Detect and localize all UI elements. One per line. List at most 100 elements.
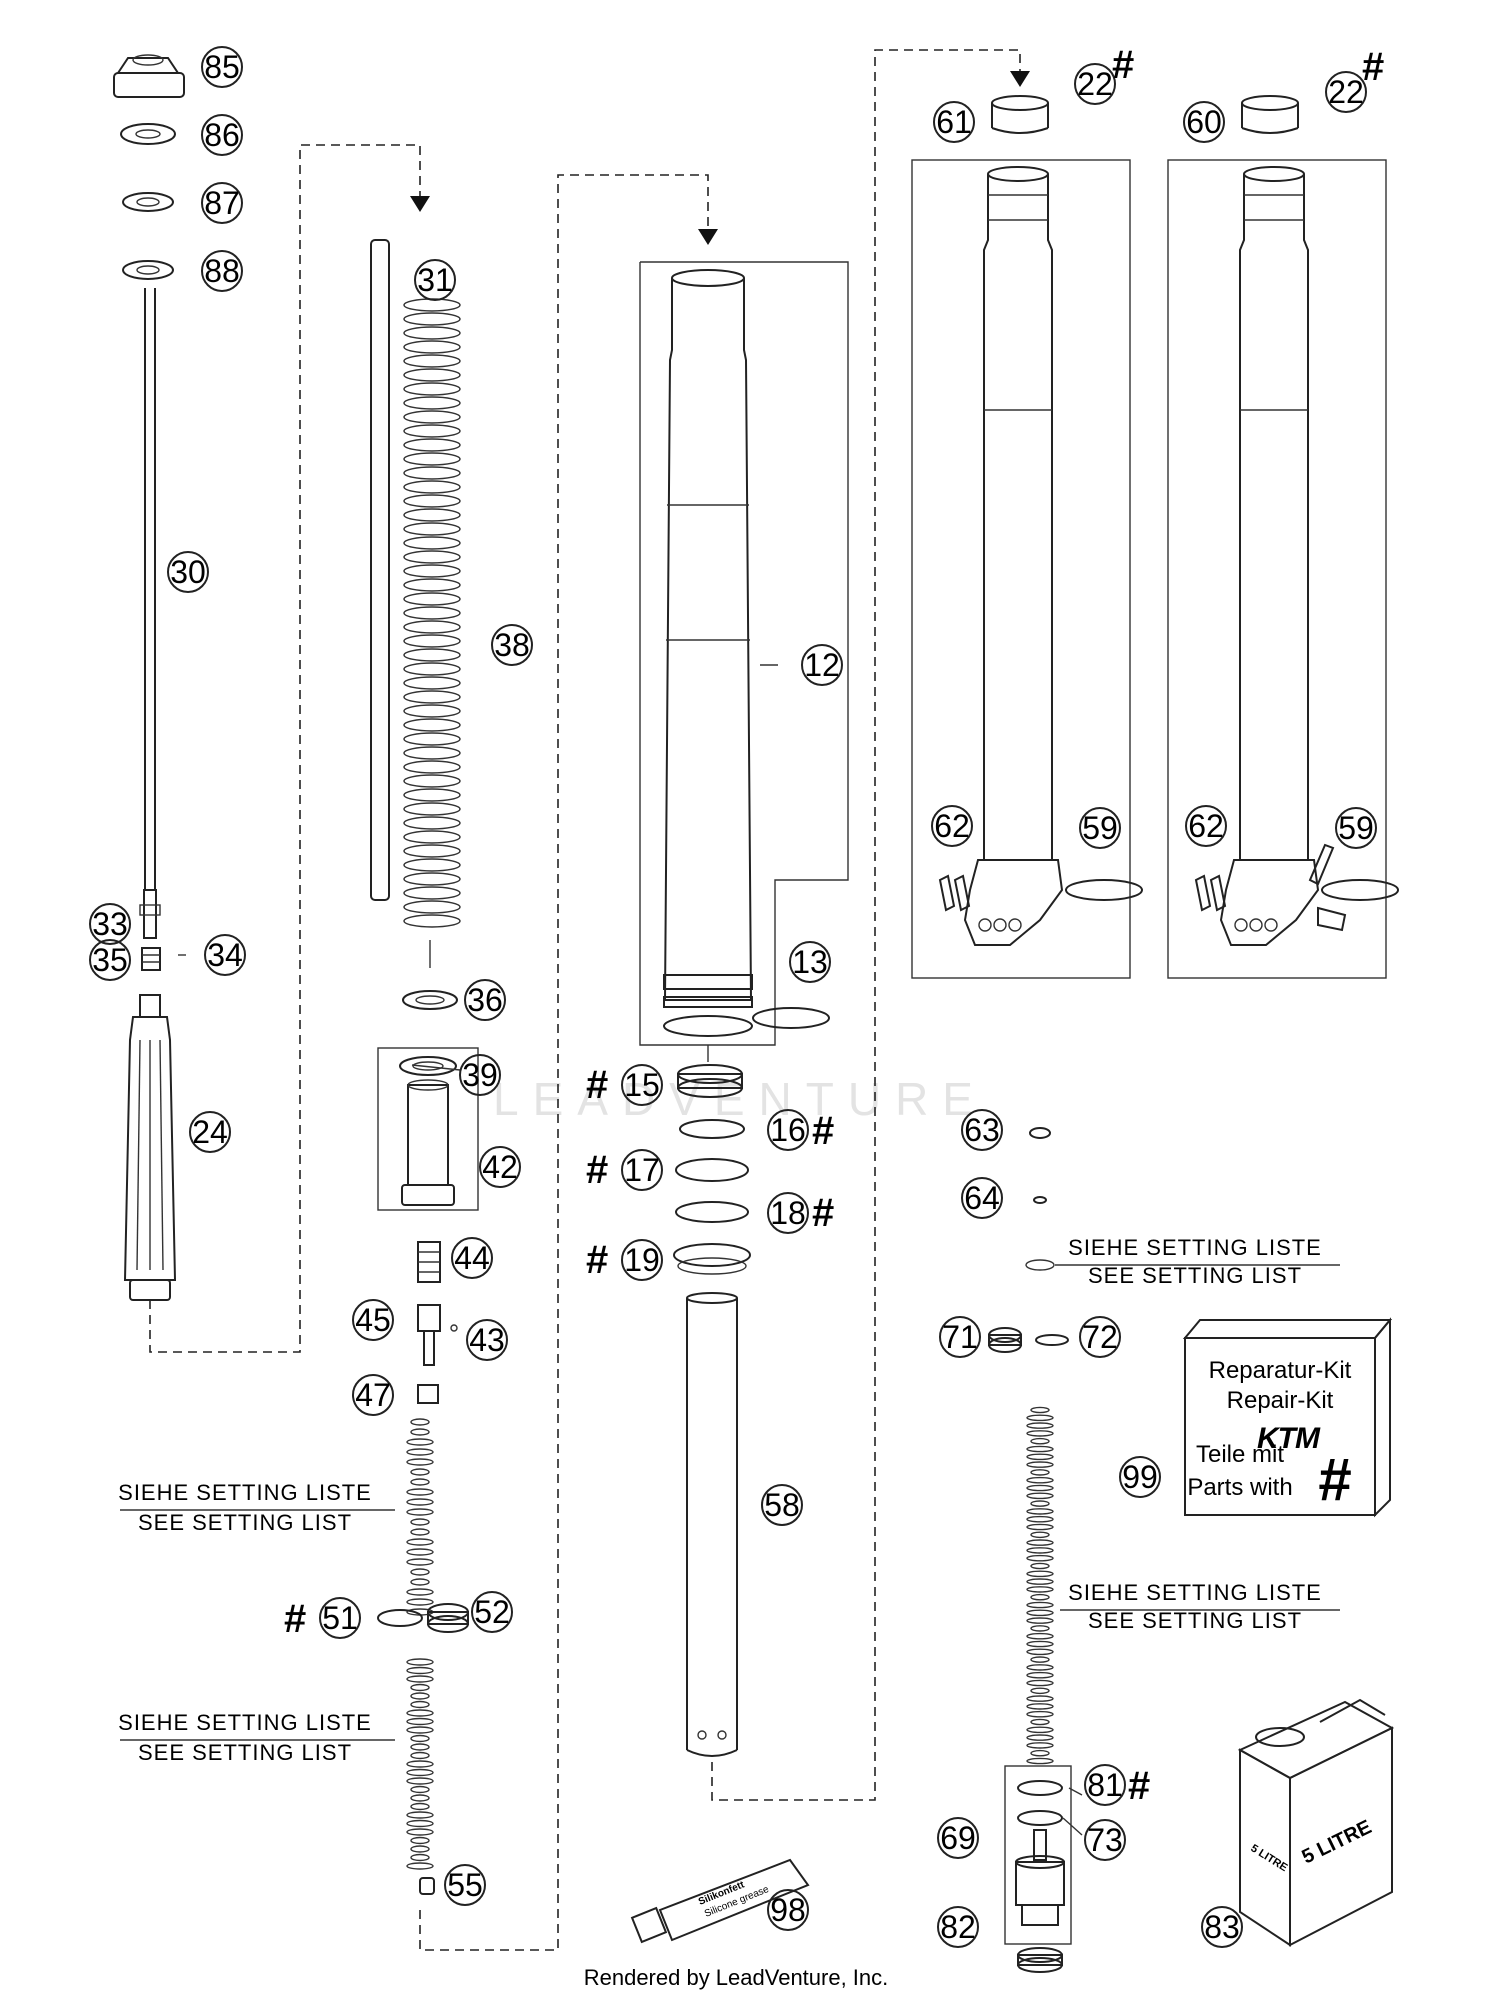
callout-73[interactable]: 73 [1084, 1819, 1126, 1861]
callout-19[interactable]: 19 [621, 1239, 663, 1281]
spring-coil [403, 340, 461, 354]
shim [1030, 1749, 1050, 1757]
callout-72[interactable]: 72 [1079, 1316, 1121, 1358]
shim [406, 1498, 434, 1506]
callout-24[interactable]: 24 [189, 1111, 231, 1153]
callout-98[interactable]: 98 [767, 1889, 809, 1931]
callout-62-left-text: 62 [934, 808, 970, 844]
shim [410, 1734, 430, 1743]
shim [1030, 1500, 1050, 1507]
watermark: LEADVENTURE [493, 1073, 987, 1125]
callout-35[interactable]: 35 [89, 939, 131, 981]
callout-61[interactable]: 61 [933, 101, 975, 143]
callout-47[interactable]: 47 [352, 1374, 394, 1416]
callout-87[interactable]: 87 [201, 182, 243, 224]
shim [410, 1468, 430, 1476]
shim [410, 1568, 430, 1576]
spring-coil [403, 606, 461, 620]
shim [1030, 1562, 1050, 1570]
callout-38-text: 38 [494, 627, 530, 663]
part-17-seal [675, 1158, 749, 1182]
callout-55[interactable]: 55 [444, 1864, 486, 1906]
callout-64[interactable]: 64 [961, 1177, 1003, 1219]
callout-99[interactable]: 99 [1119, 1456, 1161, 1498]
callout-13[interactable]: 13 [789, 941, 831, 983]
hash-marks: # # # # # # # # # [284, 43, 1384, 1808]
callout-60[interactable]: 60 [1183, 101, 1225, 143]
shim [1026, 1757, 1054, 1765]
callout-12[interactable]: 12 [801, 644, 843, 686]
shim [1026, 1461, 1054, 1468]
shim [410, 1853, 430, 1862]
callout-16[interactable]: 16 [767, 1109, 809, 1151]
callout-45[interactable]: 45 [352, 1299, 394, 1341]
shim [1026, 1671, 1054, 1679]
part-69-base-valve [1015, 1829, 1065, 1926]
callout-82[interactable]: 82 [937, 1906, 979, 1948]
spring-coil [403, 382, 461, 396]
hash-81: # [1128, 1764, 1150, 1808]
setting-list-en: SEE SETTING LIST [138, 1510, 352, 1535]
setting-list-left-upper: SIEHE SETTING LISTE SEE SETTING LIST [118, 1480, 371, 1535]
callout-42[interactable]: 42 [479, 1146, 521, 1188]
callout-31[interactable]: 31 [414, 259, 456, 301]
callout-34[interactable]: 34 [204, 934, 246, 976]
callout-39[interactable]: 39 [459, 1054, 501, 1096]
callout-33[interactable]: 33 [89, 903, 131, 945]
spring-coil [403, 564, 461, 578]
callout-43[interactable]: 43 [466, 1319, 508, 1361]
shim [406, 1768, 434, 1777]
callout-62-left[interactable]: 62 [931, 805, 973, 847]
callout-63[interactable]: 63 [961, 1109, 1003, 1151]
spring-coil [403, 690, 461, 704]
callout-15[interactable]: 15 [621, 1064, 663, 1106]
callout-59-right[interactable]: 59 [1335, 807, 1377, 849]
callout-51[interactable]: 51 [319, 1597, 361, 1639]
part-36-washer [402, 990, 458, 1010]
part-82-cap [1017, 1947, 1063, 1973]
callout-44[interactable]: 44 [451, 1237, 493, 1279]
callout-22-left[interactable]: 22 [1074, 63, 1116, 105]
callout-59-left[interactable]: 59 [1079, 807, 1121, 849]
spring-coil [403, 802, 461, 816]
spring-coil [403, 816, 461, 830]
shim [406, 1548, 434, 1556]
callout-22-right[interactable]: 22 [1325, 71, 1367, 113]
part-62-bolts-right [1194, 874, 1227, 912]
oil-can-label-front: 5 LITRE [1299, 1816, 1376, 1868]
callout-85[interactable]: 85 [201, 46, 243, 88]
callout-36[interactable]: 36 [464, 979, 506, 1021]
callout-83-text: 83 [1204, 1909, 1240, 1945]
callout-69[interactable]: 69 [937, 1817, 979, 1859]
callout-69-text: 69 [940, 1820, 976, 1856]
spring-coil [403, 438, 461, 452]
callout-22-right-text: 22 [1328, 74, 1364, 110]
shim [406, 1488, 434, 1496]
callout-83[interactable]: 83 [1201, 1906, 1243, 1948]
callout-62-right[interactable]: 62 [1185, 805, 1227, 847]
callout-17[interactable]: 17 [621, 1149, 663, 1191]
hash-16: # [812, 1109, 834, 1153]
callout-30[interactable]: 30 [167, 551, 209, 593]
spring-coil [403, 410, 461, 424]
callout-81[interactable]: 81 [1084, 1764, 1126, 1806]
hash-17: # [586, 1148, 608, 1192]
callout-38[interactable]: 38 [491, 624, 533, 666]
callout-18[interactable]: 18 [767, 1192, 809, 1234]
callout-24-text: 24 [192, 1114, 228, 1150]
part-51-ring [377, 1609, 423, 1627]
ktm-logo: KTM [1257, 1422, 1321, 1455]
shim [406, 1862, 434, 1870]
callout-33-text: 33 [92, 906, 128, 942]
shim [1026, 1609, 1054, 1617]
shim [406, 1538, 434, 1546]
shim [410, 1794, 430, 1802]
callout-88[interactable]: 88 [201, 250, 243, 292]
callout-71[interactable]: 71 [939, 1316, 981, 1358]
shim [1030, 1469, 1050, 1476]
callout-52[interactable]: 52 [471, 1591, 513, 1633]
callout-86[interactable]: 86 [201, 114, 243, 156]
callout-58[interactable]: 58 [761, 1484, 803, 1526]
shim [410, 1518, 430, 1526]
